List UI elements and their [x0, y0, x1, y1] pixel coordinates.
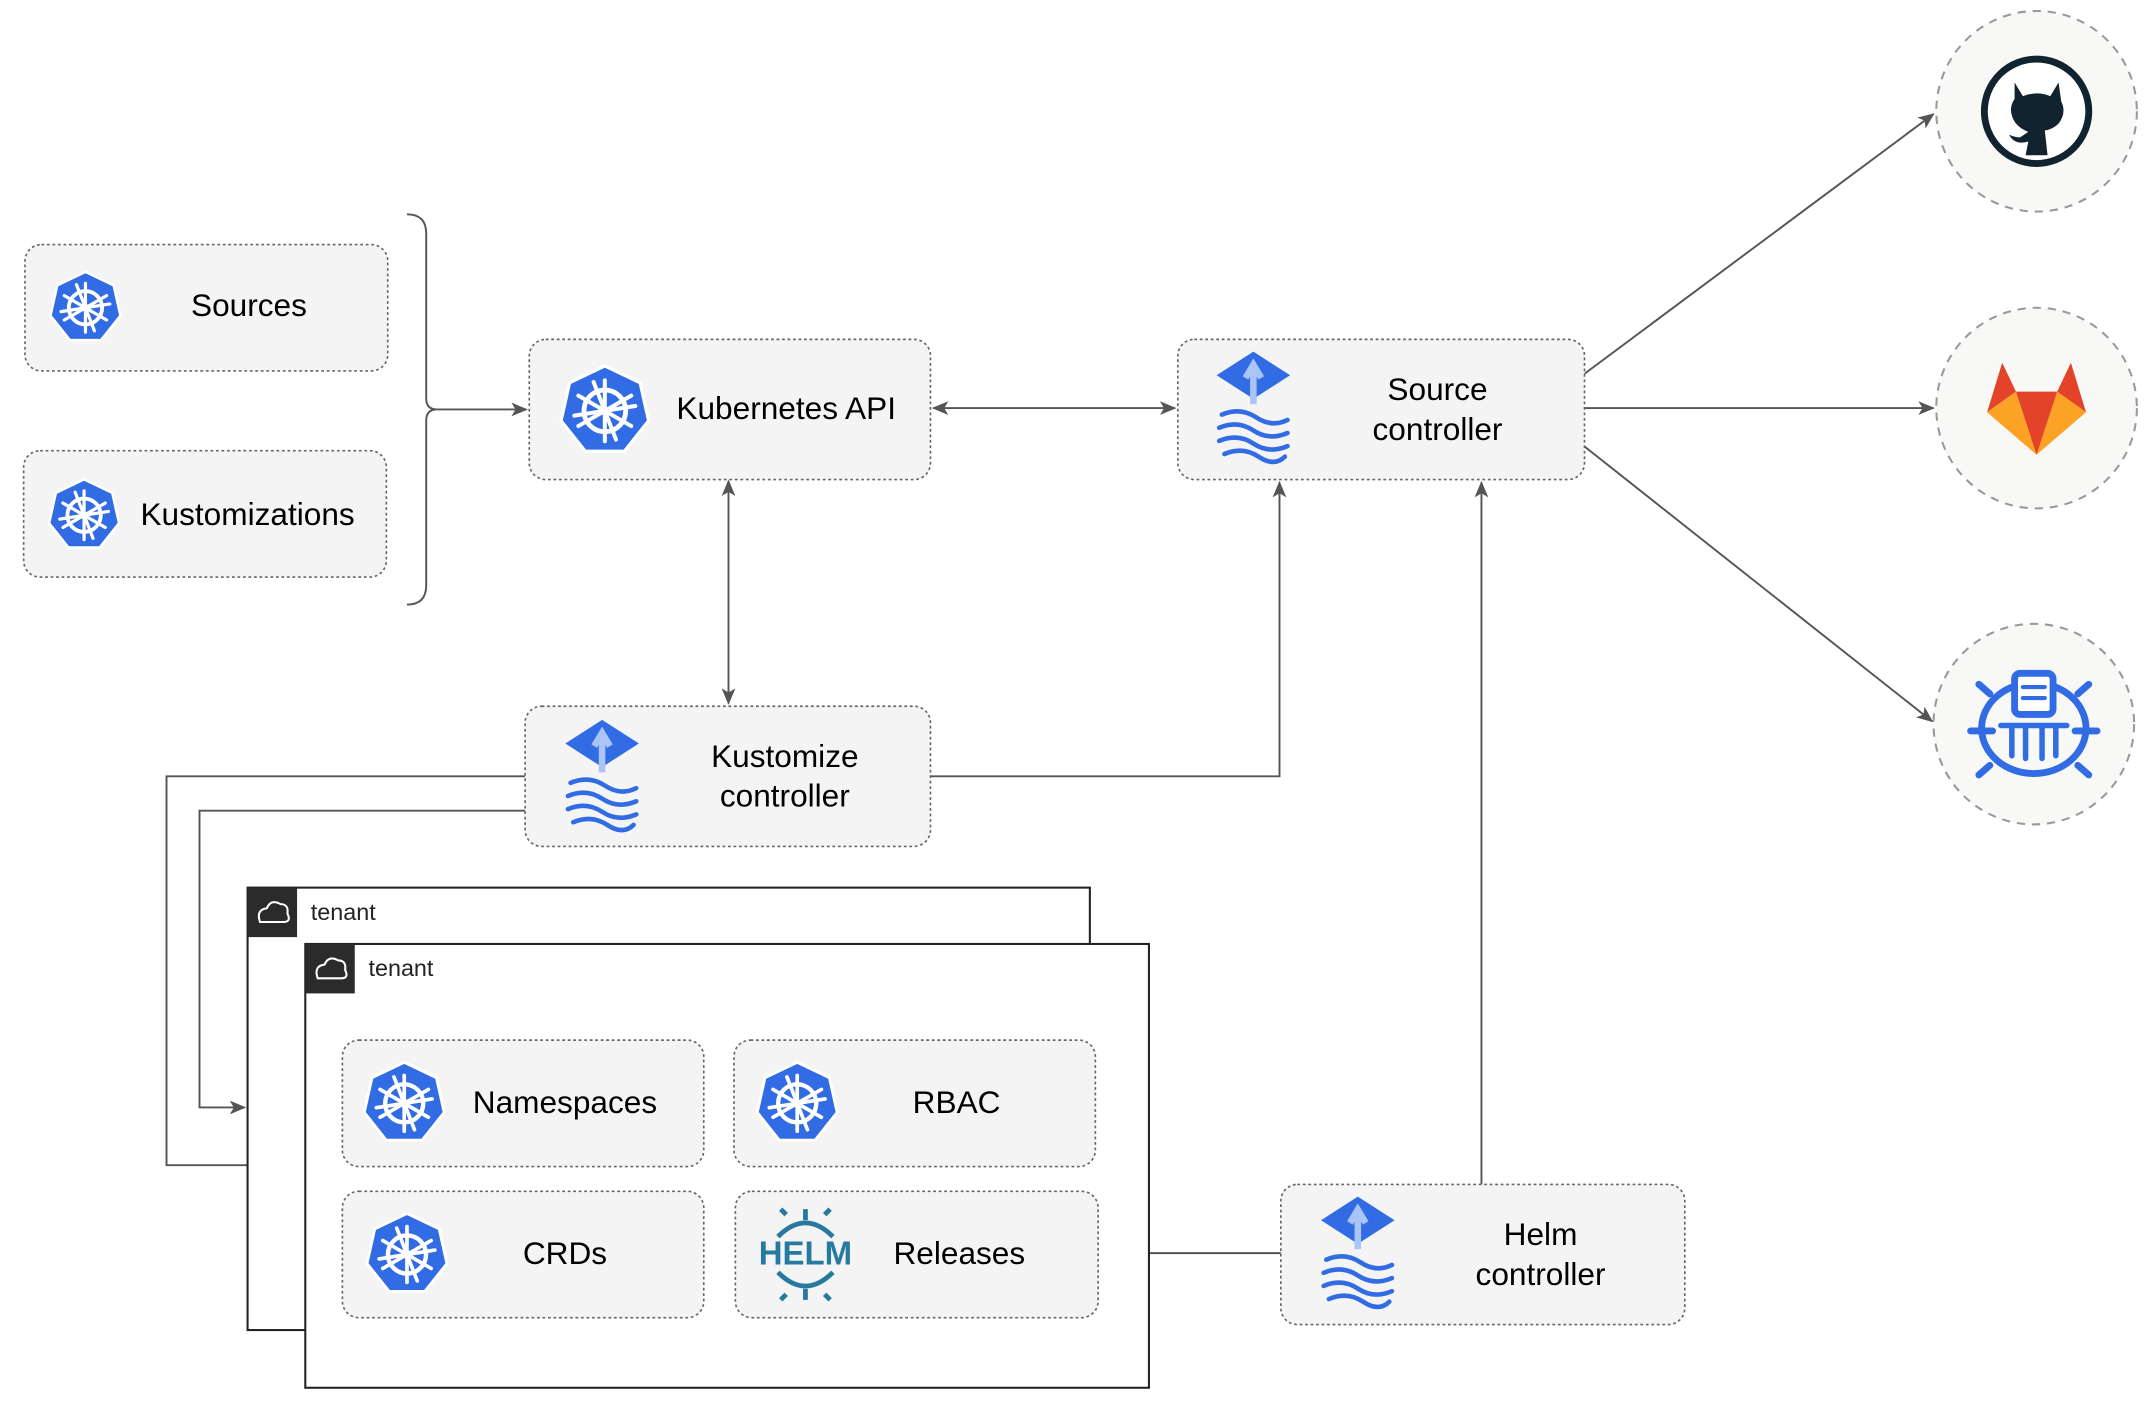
bucket-node[interactable]: [1932, 622, 2136, 826]
gitlab-node[interactable]: [1935, 306, 2138, 510]
bracket: [406, 213, 438, 606]
svg-text:HELM: HELM: [759, 1235, 852, 1272]
helm-icon: HELM: [759, 1207, 852, 1302]
tenant-front[interactable]: tenant Namespaces RBAC CRDs HELM: [304, 942, 1150, 1389]
helm-controller-label: Helm: [1504, 1216, 1578, 1252]
sources-label: Sources: [191, 287, 307, 323]
kustomizations-node[interactable]: Kustomizations: [22, 449, 388, 578]
edge-source-to-bucket: [1583, 445, 1934, 723]
crds-node[interactable]: CRDs: [341, 1190, 705, 1319]
kustomize-controller-label: Kustomize: [711, 738, 858, 774]
namespaces-label: Namespaces: [473, 1084, 657, 1120]
kustomizations-label: Kustomizations: [140, 496, 354, 532]
helm-controller-label: controller: [1476, 1256, 1606, 1292]
releases-label: Releases: [893, 1235, 1025, 1271]
edge-kustomize-to-source: [930, 480, 1287, 778]
bucket-icon: [1967, 669, 2101, 779]
source-controller-label: Source: [1387, 371, 1487, 407]
helm-controller-node[interactable]: Helm controller: [1280, 1183, 1686, 1326]
edge-kustomize-to-tenant-front: [165, 775, 526, 1173]
cloud-icon: [257, 901, 290, 924]
releases-node[interactable]: HELM Releases: [734, 1190, 1099, 1319]
gitlab-icon: [1987, 362, 2087, 455]
crds-label: CRDs: [523, 1235, 607, 1271]
sources-node[interactable]: Sources: [24, 243, 389, 372]
edge-kustomize-to-tenant-back: [198, 809, 526, 1115]
cloud-icon: [315, 957, 348, 980]
github-node[interactable]: [1935, 9, 2138, 213]
tenant-label: tenant: [369, 955, 434, 981]
kubernetes-api-label: Kubernetes API: [676, 390, 896, 426]
kustomize-controller-label: controller: [720, 778, 850, 814]
source-controller-node[interactable]: Source controller: [1176, 338, 1586, 481]
rbac-node[interactable]: RBAC: [733, 1039, 1097, 1168]
kustomize-controller-node[interactable]: Kustomize controller: [524, 705, 932, 848]
github-icon: [1980, 55, 2093, 167]
tenant-label: tenant: [311, 899, 376, 925]
namespaces-node[interactable]: Namespaces: [341, 1039, 705, 1168]
kubernetes-api-node[interactable]: Kubernetes API: [528, 338, 932, 481]
edge-source-to-github: [1583, 113, 1935, 375]
source-controller-label: controller: [1373, 411, 1503, 447]
rbac-label: RBAC: [913, 1084, 1001, 1120]
